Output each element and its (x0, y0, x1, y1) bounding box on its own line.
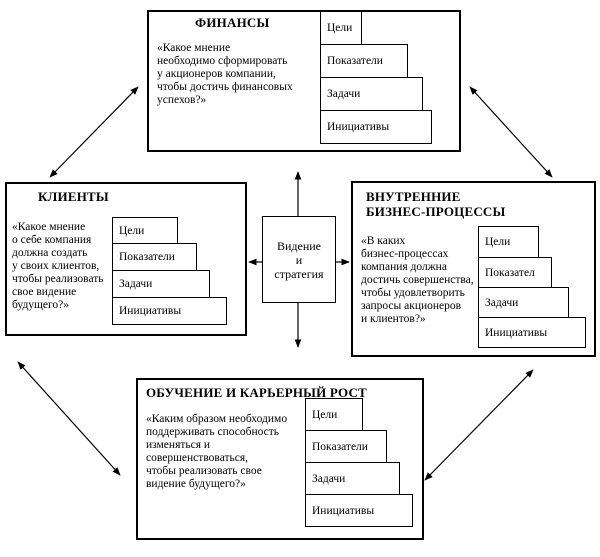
processes-title: ВНУТРЕННИЕ БИЗНЕС-ПРОЦЕССЫ (366, 189, 506, 219)
arrow-finance-clients (49, 86, 139, 178)
learning-question: «Каким образом необходимо поддерживать с… (146, 413, 288, 490)
clients-step-initiatives: Инициативы (112, 297, 227, 325)
learning-step-indicators: Показатели (305, 430, 387, 463)
clients-title: КЛИЕНТЫ (38, 189, 109, 204)
processes-step-indicators: Показател (478, 257, 552, 288)
finance-step-tasks: Задачи (320, 77, 423, 111)
vision-strategy-box: Видение и стратегия (262, 216, 336, 303)
learning-step-initiatives: Инициативы (305, 494, 413, 527)
arrow-clients-learning (17, 361, 121, 476)
clients-question: «Какое мнение о себе компания должна соз… (12, 221, 104, 311)
finance-step-initiatives: Инициативы (320, 110, 432, 144)
learning-title: ОБУЧЕНИЕ И КАРЬЕРНЫЙ РОСТ (146, 385, 367, 400)
arrow-processes-learning (424, 369, 534, 481)
learning-step-tasks: Задачи (305, 462, 400, 495)
finance-step-goals: Цели (320, 11, 362, 45)
finance-title: ФИНАНСЫ (195, 15, 270, 30)
arrow-finance-processes (469, 86, 553, 178)
processes-step-tasks: Задачи (478, 287, 569, 318)
clients-step-indicators: Показатели (112, 243, 197, 271)
finance-step-indicators: Показатели (320, 44, 408, 78)
clients-step-goals: Цели (112, 217, 178, 244)
learning-step-goals: Цели (305, 398, 363, 431)
processes-step-goals: Цели (478, 226, 539, 258)
clients-step-tasks: Задачи (112, 270, 210, 298)
finance-question: «Какое мнение необходимо сформировать у … (157, 42, 293, 106)
processes-question: «В каких бизнес-процессах компания должн… (361, 235, 474, 325)
processes-step-initiatives: Инициативы (478, 317, 586, 348)
